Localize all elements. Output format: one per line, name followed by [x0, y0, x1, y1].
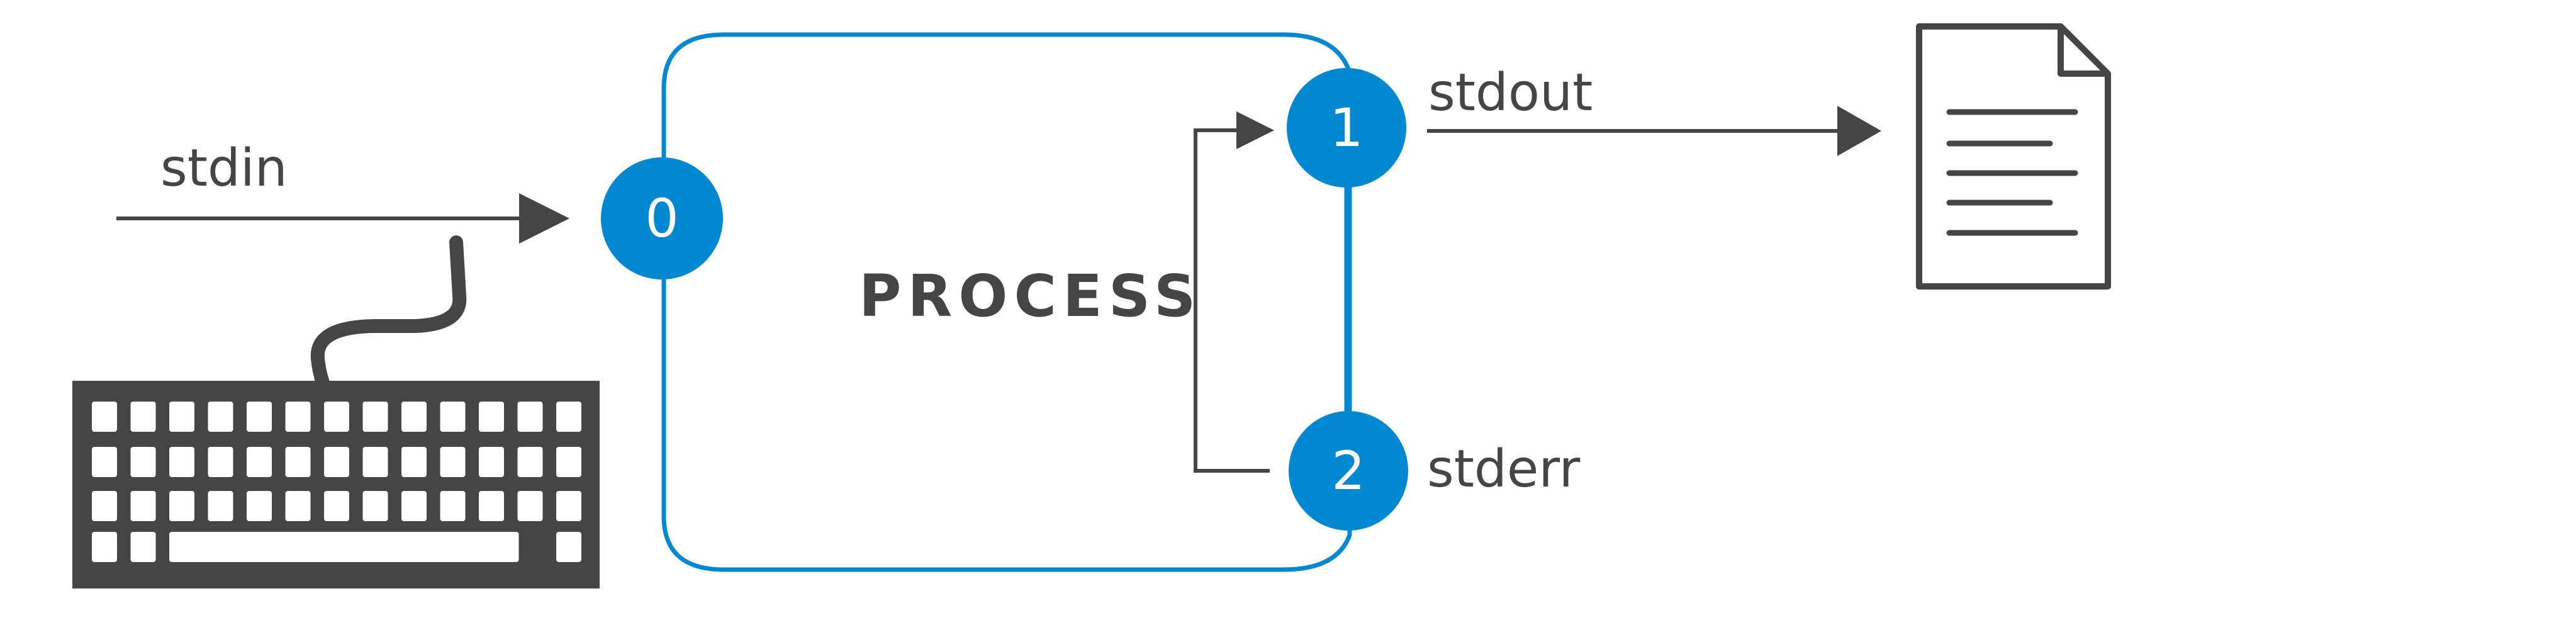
keyboard-key	[362, 402, 388, 432]
keyboard-key	[247, 491, 272, 521]
keyboard-cable	[310, 235, 467, 390]
keyboard-key	[324, 447, 349, 477]
fd-1-label: 1	[1330, 97, 1363, 159]
fd-2-circle	[1289, 411, 1408, 531]
keyboard-key	[130, 491, 156, 521]
stdout-stream: stdout	[1427, 63, 1881, 156]
stderr-bracket-line	[1194, 128, 1270, 473]
keyboard-key	[130, 447, 156, 477]
fd-2-node: 2	[1289, 411, 1408, 531]
document-icon	[1916, 23, 2111, 290]
keyboard-key	[556, 402, 581, 432]
stdin-stream: stdin	[116, 138, 569, 244]
keyboard-key	[169, 447, 194, 477]
document-outline	[1916, 23, 2111, 290]
stdout-arrow-head	[1837, 106, 1881, 156]
keyboard-key	[169, 491, 194, 521]
document-fold	[2058, 26, 2108, 77]
keyboard-key	[479, 447, 504, 477]
keyboard-key	[401, 447, 427, 477]
fd-2-label: 2	[1331, 440, 1365, 502]
keyboard-key	[517, 491, 543, 521]
fd-0-circle	[601, 157, 723, 279]
keyboard-key	[479, 402, 504, 432]
keyboard-key	[285, 447, 311, 477]
stdin-label: stdin	[160, 138, 288, 198]
keyboard-spacebar	[169, 532, 519, 562]
keyboard-key	[247, 402, 272, 432]
keyboard-key	[92, 532, 117, 562]
keyboard-key	[556, 491, 581, 521]
keyboard-key	[440, 447, 466, 477]
stderr-redirect-arrow-head	[1236, 111, 1274, 149]
keyboard-key	[247, 447, 272, 477]
keyboard-key	[169, 402, 194, 432]
stderr-label: stderr	[1427, 439, 1581, 499]
keyboard-key	[362, 491, 388, 521]
keyboard-key	[208, 447, 233, 477]
keyboard-key	[208, 491, 233, 521]
keyboard-key	[401, 491, 427, 521]
keyboard-key	[208, 402, 233, 432]
fd-1-circle	[1287, 68, 1406, 188]
keyboard-key	[324, 491, 349, 521]
keyboard-keys	[92, 402, 581, 562]
keyboard-key	[517, 447, 543, 477]
fd-0-label: 0	[645, 188, 678, 249]
keyboard-key	[130, 402, 156, 432]
keyboard-key	[285, 402, 311, 432]
fd-1-node: 1	[1287, 68, 1406, 188]
keyboard-key	[401, 402, 427, 432]
keyboard-key	[479, 491, 504, 521]
keyboard-key	[517, 402, 543, 432]
keyboard-key	[556, 447, 581, 477]
keyboard-key	[92, 402, 117, 432]
process-box: PROCESS	[661, 32, 1352, 572]
fd-0-node: 0	[601, 157, 723, 279]
keyboard-key	[285, 491, 311, 521]
process-boundary	[661, 32, 1352, 572]
keyboard-key	[556, 532, 581, 562]
keyboard-key	[130, 532, 156, 562]
stdout-label: stdout	[1428, 63, 1593, 123]
keyboard-key	[92, 491, 117, 521]
keyboard-key	[440, 491, 466, 521]
keyboard-key	[362, 447, 388, 477]
keyboard-key	[324, 402, 349, 432]
keyboard-key	[440, 402, 466, 432]
process-label: PROCESS	[859, 262, 1202, 330]
keyboard-key	[92, 447, 117, 477]
stdin-arrow-head	[519, 193, 569, 244]
keyboard-icon	[72, 235, 600, 588]
stderr-redirect: stderr	[1194, 111, 1581, 499]
